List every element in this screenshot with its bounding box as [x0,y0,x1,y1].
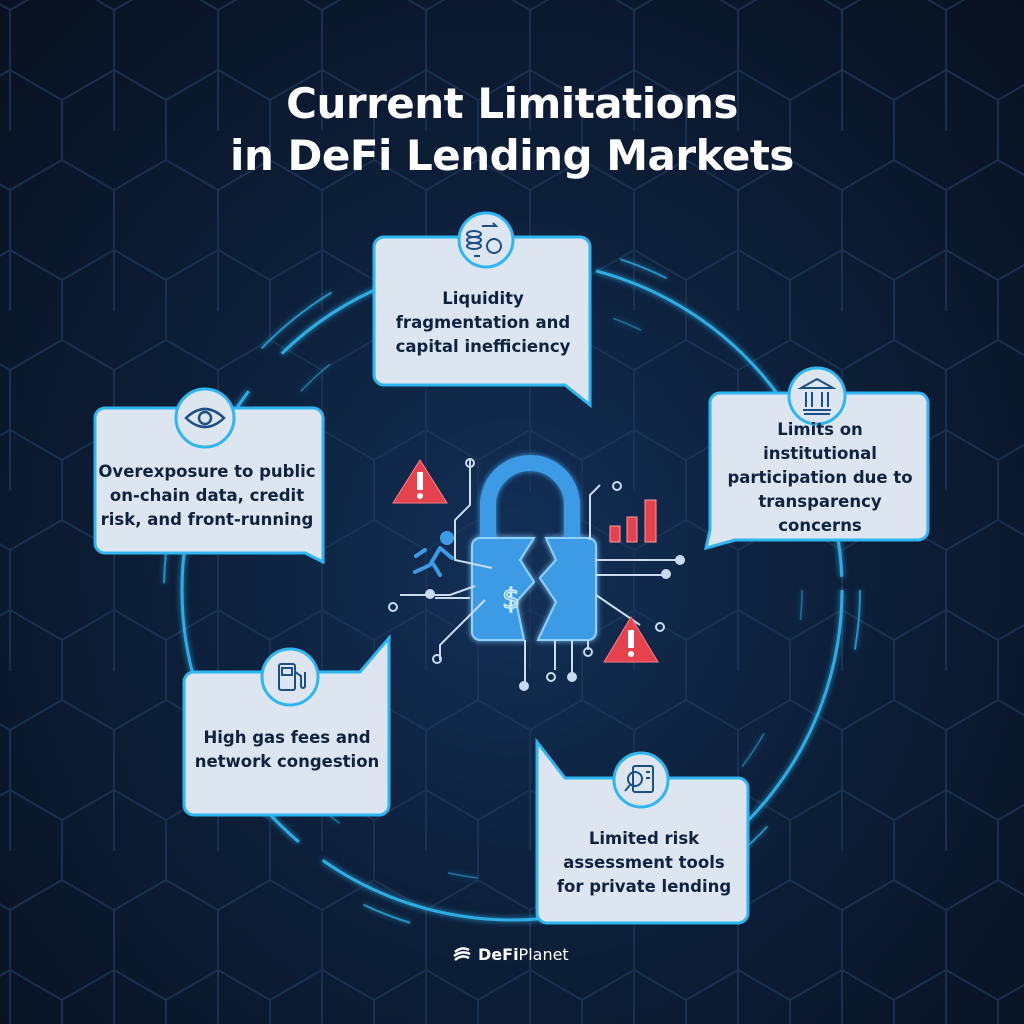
brand-logo: DeFiPlanet [452,944,569,964]
running-person-icon [413,531,454,577]
bank-building-icon [787,366,847,426]
coins-exchange-icon [457,211,515,269]
card-overexposure: Overexposure to public on-chain data, cr… [98,462,316,529]
warning-icon [603,616,659,663]
title-line-2: in DeFi Lending Markets [230,131,794,180]
brand-rest: Planet [518,944,569,964]
card-liquidity: Liquidity fragmentation and capital inef… [395,289,571,356]
eye-icon [174,387,236,449]
gas-pump-icon [260,647,320,707]
title-line-1: Current Limitations [286,79,738,128]
card-shapes [93,235,930,925]
warning-icon [392,459,448,504]
brand-bold: DeFi [478,944,519,964]
card-institutional: Limits on institutional participation du… [727,420,913,535]
document-magnifier-icon [612,751,670,809]
card-gas-fees: High gas fees and network congestion [194,728,380,771]
svg-text:$: $ [502,582,520,615]
card-risk-assessment: Limited risk assessment tools for privat… [556,829,732,896]
globe-icon [453,947,471,961]
circuit-lines [388,458,685,691]
broken-lock-icon: $ [471,455,597,641]
page-title: Current Limitations in DeFi Lending Mark… [0,78,1024,182]
bar-chart-icon [609,499,657,543]
